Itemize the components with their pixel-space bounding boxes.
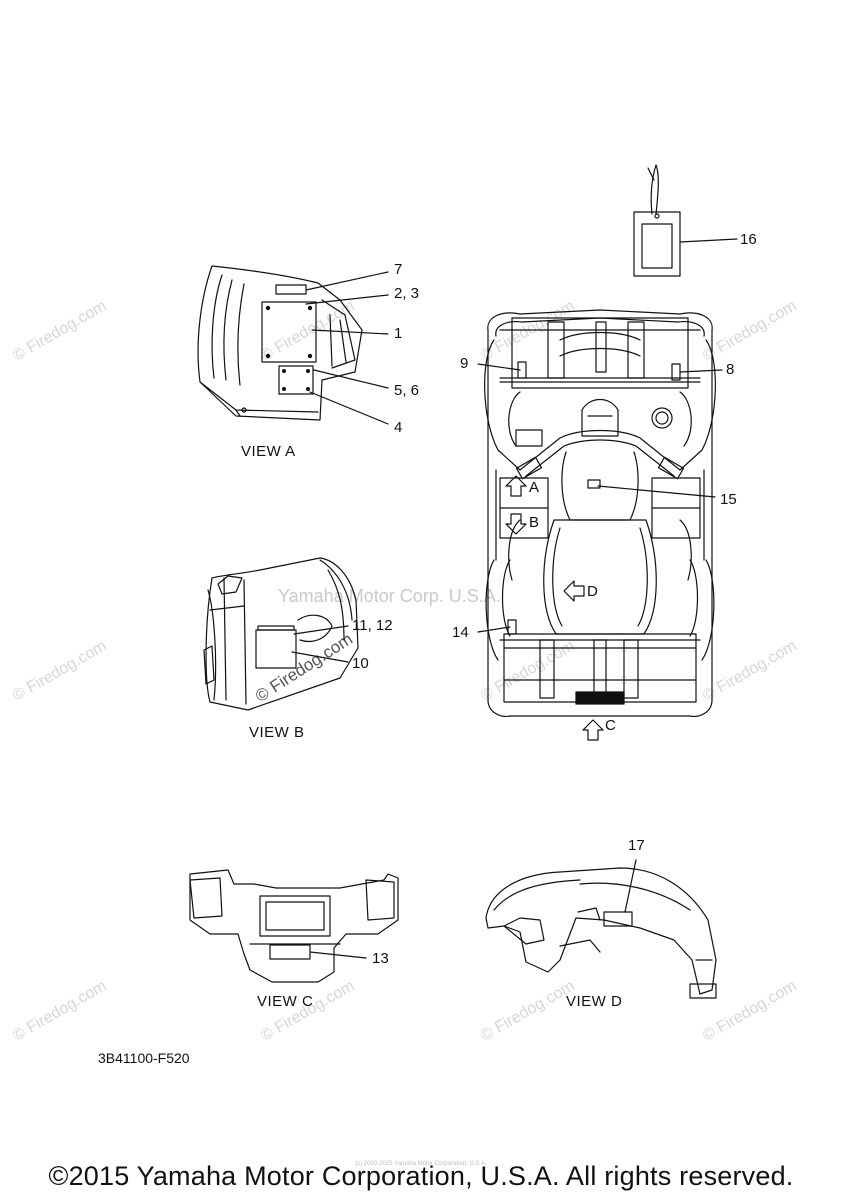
callout-8: 8 (726, 361, 735, 378)
callout-15: 15 (720, 491, 737, 508)
watermark-center: Yamaha Motor Corp. U.S.A. (278, 586, 501, 606)
callout-17: 17 (628, 837, 645, 854)
view-arrow-c-label: C (605, 717, 616, 734)
view-arrow-d-label: D (587, 583, 598, 600)
view-b-drawing (203, 557, 359, 711)
callout-10: 10 (352, 655, 369, 672)
hang-tag-drawing (633, 164, 738, 277)
atv-top-view-drawing (477, 309, 723, 741)
view-c-title: VIEW C (257, 993, 314, 1010)
callout-13: 13 (372, 950, 389, 967)
view-a-drawing (197, 265, 389, 425)
view-a-title: VIEW A (241, 443, 296, 460)
view-b-title: VIEW B (249, 724, 305, 741)
copyright-small-print: (c) 2000-2015 Yamaha Motor Corporation, … (355, 1161, 487, 1167)
callout-16: 16 (740, 231, 757, 248)
callout-11-12: 11, 12 (352, 617, 393, 634)
copyright-notice: ©2015 Yamaha Motor Corporation, U.S.A. A… (48, 1161, 794, 1191)
view-arrow-a-label: A (529, 479, 540, 496)
part-code: 3B41100-F520 (98, 1050, 190, 1066)
callout-5-6: 5, 6 (394, 382, 420, 399)
view-d-title: VIEW D (566, 993, 623, 1010)
view-d-drawing (485, 859, 717, 999)
callout-7: 7 (394, 261, 403, 278)
callout-14: 14 (452, 624, 469, 641)
callout-9: 9 (460, 355, 469, 372)
callout-4: 4 (394, 419, 403, 436)
callout-2-3: 2, 3 (394, 285, 420, 302)
view-c-drawing (189, 869, 399, 983)
view-arrow-b-label: B (529, 514, 540, 531)
callout-1: 1 (394, 325, 403, 342)
